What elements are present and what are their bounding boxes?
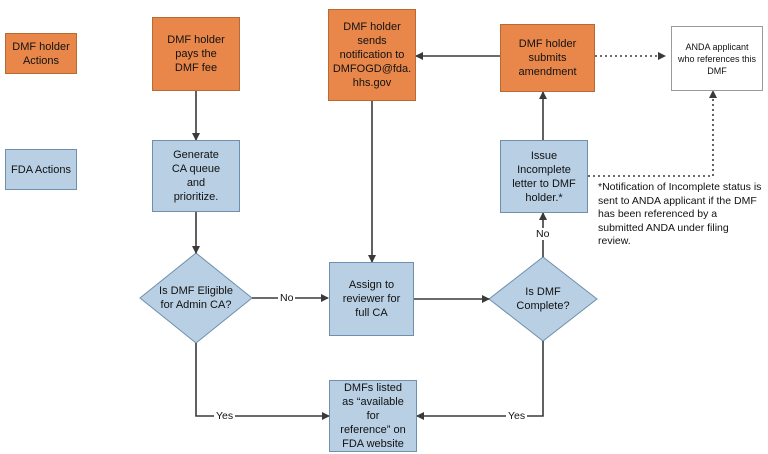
label-complete-yes: Yes (506, 410, 528, 422)
label-complete-no: No (534, 228, 552, 240)
box-dmfs-listed: DMFs listed as “available for reference”… (329, 380, 417, 452)
box-submits-amendment: DMF holder submits amendment (500, 24, 595, 92)
box-issue-incomplete: Issue Incomplete letter to DMF holder.* (500, 140, 588, 213)
footnote-incomplete: *Notification of Incomplete status is se… (598, 181, 762, 247)
label-eligible-yes: Yes (214, 410, 236, 422)
lane-label-fda: FDA Actions (5, 149, 77, 190)
decision-eligible-text: Is DMF Eligible for Admin CA? (159, 285, 233, 311)
box-anda-applicant: ANDA applicant who references this DMF (671, 26, 763, 91)
dotted-incomplete-to-anda (588, 90, 717, 177)
box-generate-queue: Generate CA queue and prioritize. (152, 140, 240, 212)
decision-complete-text: Is DMF Complete? (516, 286, 570, 312)
arrow-complete-yes (416, 341, 544, 420)
arrow-eligible-yes (195, 343, 330, 420)
box-pays-fee: DMF holder pays the DMF fee (152, 17, 240, 91)
lane-label-holder: DMF holder Actions (5, 33, 77, 74)
label-eligible-no: No (278, 292, 296, 304)
box-sends-notification: DMF holder sends notification to DMFOGD@… (328, 9, 416, 101)
box-assign-reviewer: Assign to reviewer for full CA (329, 262, 414, 336)
